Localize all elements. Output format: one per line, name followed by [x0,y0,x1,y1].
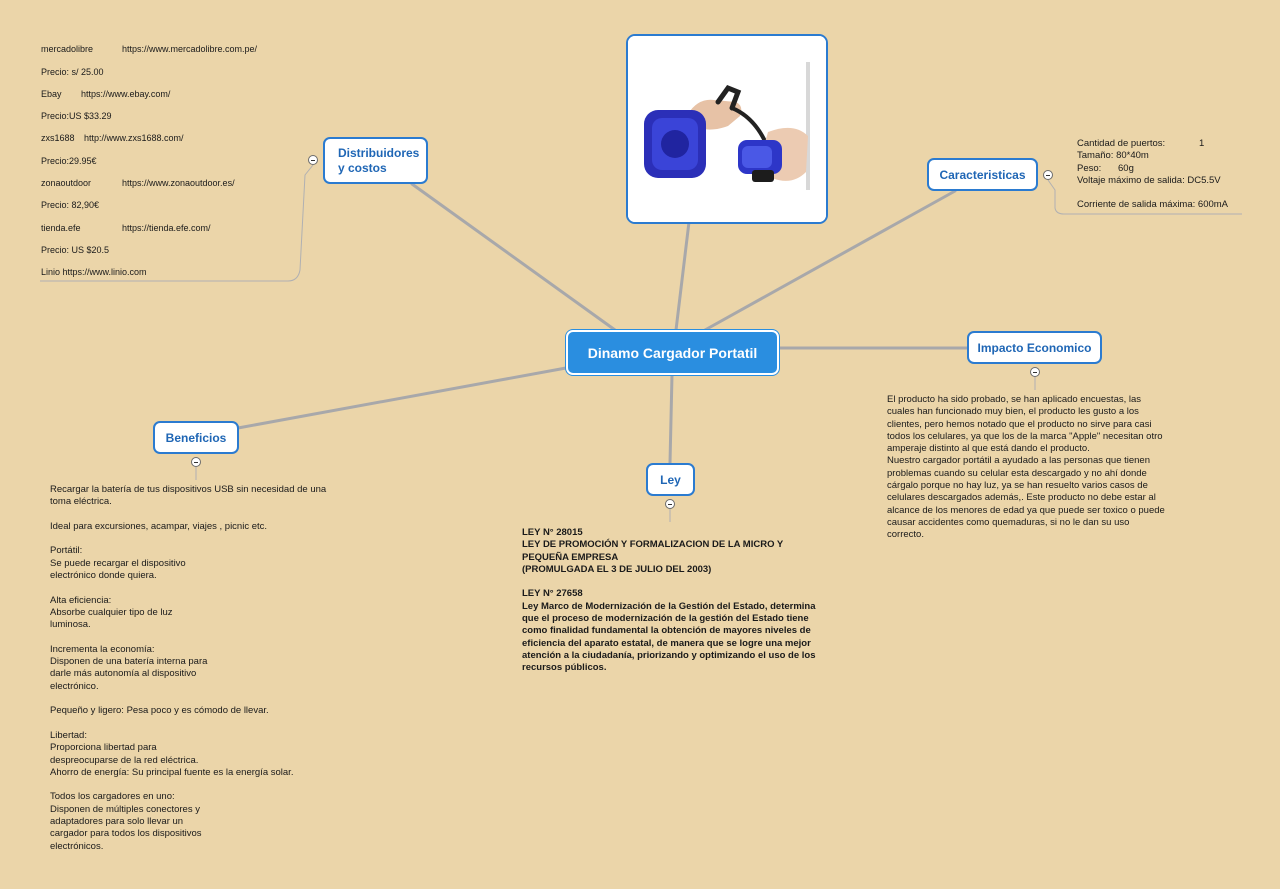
node-beneficios[interactable]: Beneficios [153,421,239,454]
distributor-price: Precio: s/ 25.00 [41,67,104,77]
node-impacto[interactable]: Impacto Economico [967,331,1102,364]
distributor-name: zonaoutdoor [41,178,92,188]
distributor-url: https://www.mercadolibre.com.pe/ [122,44,258,54]
distributor-price: Precio: US $20.5 [41,245,110,255]
list-item: tienda.efe https://tienda.efe.com/ [41,222,211,234]
distributor-url: https://www.zonaoutdoor.es/ [122,178,235,188]
distributor-price: Precio: 82,90€ [41,200,100,210]
distributor-url: https://www.ebay.com/ [81,89,171,99]
distributor-url: http://www.zxs1688.com/ [84,133,184,143]
collapse-caracteristicas-icon[interactable] [1043,170,1053,180]
link-root-distribuidores [410,182,617,332]
list-item: Linio https://www.linio.com [41,266,147,278]
puertos-value: 1 [1199,138,1205,149]
list-item: Precio:US $33.29 [41,110,112,122]
collapse-distribuidores-icon[interactable] [308,155,318,165]
collapse-impacto-icon[interactable] [1030,367,1040,377]
node-ley[interactable]: Ley [646,463,695,496]
distributor-url: https://tienda.efe.com/ [122,223,211,233]
peso-label: Peso: [1077,162,1102,174]
node-distribuidores[interactable]: Distribuidores y costos [323,137,428,184]
distributor-name: zxs1688 [41,133,75,143]
distributor-price: Precio:29.95€ [41,156,97,166]
link-root-ley [668,373,674,465]
list-item: mercadolibre https://www.mercadolibre.com… [41,43,257,55]
list-item: Ebay https://www.ebay.com/ [41,88,170,100]
image-node[interactable] [626,34,828,224]
peso-row: Peso: 60g [1077,163,1228,175]
beneficios-text: Recargar la batería de tus dispositivos … [50,484,327,852]
list-item: zonaoutdoor https://www.zonaoutdoor.es/ [41,177,235,189]
list-item: Precio: 82,90€ [41,199,99,211]
tamano-row: Tamaño: 80*40m [1077,150,1149,162]
corriente-row: Corriente de salida máxima: 600mA [1077,199,1229,211]
list-item: Precio: US $20.5 [41,244,109,256]
list-item: zxs1688 http://www.zxs1688.com/ [41,132,184,144]
link-root-beneficios [236,366,568,430]
root-node[interactable]: Dinamo Cargador Portatil [566,330,779,375]
node-caracteristicas[interactable]: Caracteristicas [927,158,1038,191]
collapse-ley-icon[interactable] [665,499,675,509]
ley-text: LEY N° 28015 LEY DE PROMOCIÓN Y FORMALIZ… [522,527,816,674]
distributor-price: Precio:US $33.29 [41,111,112,121]
link-root-image [674,220,691,332]
collapse-beneficios-icon[interactable] [191,457,201,467]
distributor-name: mercadolibre [41,44,94,54]
distributor-name: tienda.efe [41,223,81,233]
list-item: Precio:29.95€ [41,155,97,167]
distributor-name: Ebay [41,89,62,99]
puertos-row: Cantidad de puertos: 1 [1077,138,1228,150]
puertos-label: Cantidad de puertos: [1077,138,1166,149]
caracteristicas-list: Cantidad de puertos: 1 Tamaño: 80*40m Pes… [1077,138,1228,211]
list-item: Precio: s/ 25.00 [41,66,104,78]
distributor-name: Linio https://www.linio.com [41,267,147,277]
voltaje-row: Voltaje máximo de salida: DC5.5V [1077,174,1221,186]
hand-crank-dynamo-charger-photo [628,36,826,222]
impacto-text: El producto ha sido probado, se han apli… [887,394,1165,541]
peso-value: 60g [1118,162,1134,174]
